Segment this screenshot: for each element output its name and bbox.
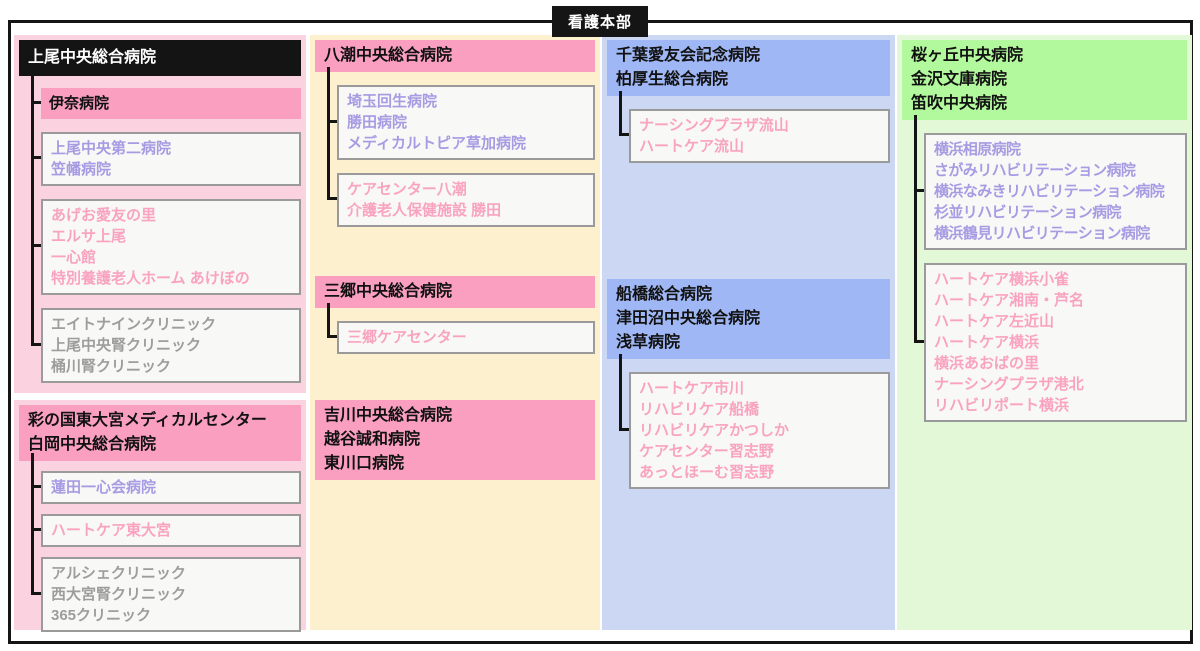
tree-row: あげお愛友の里 エルサ上尾 一心館 特別養護老人ホーム あけぼの — [31, 181, 301, 313]
node-yoshikawa-group-hospitals: 吉川中央総合病院 越谷誠和病院 東川口病院 — [315, 400, 595, 480]
node-funabashi-group-hospitals: 船橋総合病院 津田沼中央総合病院 浅草病院 — [607, 279, 890, 359]
node-ageo-daini-kasahata-hospitals: 上尾中央第二病院 笠幡病院 — [41, 132, 301, 186]
tree-row: アルシェクリニック 西大宮腎クリニック 365クリニック — [31, 539, 301, 632]
node-omiya-clinics: アルシェクリニック 西大宮腎クリニック 365クリニック — [41, 557, 301, 632]
node-yokohama-care-facilities: ハートケア横浜小雀 ハートケア湘南・芦名 ハートケア左近山 ハートケア横浜 横浜… — [924, 263, 1187, 422]
tree-children: 蓮田一心会病院 ハートケア東大宮 アルシェクリニック 西大宮腎クリニック 365… — [31, 453, 301, 632]
tree-row: ケアセンター八潮 介護老人保健施設 勝田 — [327, 155, 595, 227]
tree-children: ナーシングプラザ流山 ハートケア流山 — [619, 91, 890, 163]
node-heartcare-higashiomiya: ハートケア東大宮 — [41, 514, 301, 547]
node-nagareyama-care-facilities: ナーシングプラザ流山 ハートケア流山 — [629, 109, 890, 163]
tree-children: 横浜相原病院 さがみリハビリテーション病院 横浜なみきリハビリテーション病院 杉… — [914, 115, 1187, 422]
node-chiba-care-facilities: ハートケア市川 リハビリケア船橋 リハビリケアかつしか ケアセンター習志野 あっ… — [629, 372, 890, 489]
tree-row: 蓮田一心会病院 — [31, 453, 301, 522]
column-ageo-group: 上尾中央総合病院 伊奈病院 上尾中央第二病院 笠幡病院 あげお愛友の里 エルサ上… — [14, 35, 306, 632]
tree-row: 伊奈病院 — [31, 70, 301, 137]
node-yashio-chuo-general-hospital: 八潮中央総合病院 — [315, 40, 595, 72]
node-chiba-aiyukai-kashiwa-hospitals: 千葉愛友会記念病院 柏厚生総合病院 — [607, 40, 890, 96]
tree-row: ハートケア横浜小雀 ハートケア湘南・芦名 ハートケア左近山 ハートケア横浜 横浜… — [914, 245, 1187, 422]
tree-row: ナーシングプラザ流山 ハートケア流山 — [619, 91, 890, 163]
tree-children: 三郷ケアセンター — [327, 303, 595, 354]
node-ageo-clinics: エイトナインクリニック 上尾中央腎クリニック 桶川腎クリニック — [41, 308, 301, 383]
tree-children: ハートケア市川 リハビリケア船橋 リハビリケアかつしか ケアセンター習志野 あっ… — [619, 354, 890, 489]
tree-children: 伊奈病院 上尾中央第二病院 笠幡病院 あげお愛友の里 エルサ上尾 一心館 特別養… — [31, 70, 301, 383]
block-sainokuni-shiraoka: 彩の国東大宮メディカルセンター 白岡中央総合病院 蓮田一心会病院 ハートケア東大… — [14, 400, 306, 632]
tree-row: 横浜相原病院 さがみリハビリテーション病院 横浜なみきリハビリテーション病院 杉… — [914, 115, 1187, 268]
column-chiba: 千葉愛友会記念病院 柏厚生総合病院 ナーシングプラザ流山 ハートケア流山 船橋総… — [602, 35, 895, 630]
tree-children: 埼玉回生病院 勝田病院 メディカルトピア草加病院 ケアセンター八潮 介護老人保健… — [327, 67, 595, 227]
column-kanagawa: 桜ヶ丘中央病院 金沢文庫病院 笛吹中央病院 横浜相原病院 さがみリハビリテーショ… — [897, 35, 1192, 630]
root-node-nursing-headquarters: 看護本部 — [551, 6, 649, 37]
tree-row: ハートケア市川 リハビリケア船橋 リハビリケアかつしか ケアセンター習志野 あっ… — [619, 354, 890, 489]
block-ageo-chuo: 上尾中央総合病院 伊奈病院 上尾中央第二病院 笠幡病院 あげお愛友の里 エルサ上… — [14, 35, 306, 393]
node-yokohama-rehabilitation-hospitals: 横浜相原病院 さがみリハビリテーション病院 横浜なみきリハビリテーション病院 杉… — [924, 133, 1187, 250]
node-saitama-kaisei-group-hospitals: 埼玉回生病院 勝田病院 メディカルトピア草加病院 — [337, 85, 595, 160]
node-hasuda-isshinkai-hospital: 蓮田一心会病院 — [41, 471, 301, 504]
tree-row: 埼玉回生病院 勝田病院 メディカルトピア草加病院 — [327, 67, 595, 178]
tree-row: エイトナインクリニック 上尾中央腎クリニック 桶川腎クリニック — [31, 290, 301, 383]
node-sakuragaoka-group-hospitals: 桜ヶ丘中央病院 金沢文庫病院 笛吹中央病院 — [902, 40, 1187, 120]
node-misato-chuo-general-hospital: 三郷中央総合病院 — [315, 276, 595, 308]
node-ageo-chuo-general-hospital: 上尾中央総合病院 — [19, 40, 301, 76]
node-sainokuni-shiraoka-hospitals: 彩の国東大宮メディカルセンター 白岡中央総合病院 — [19, 405, 301, 461]
node-ina-hospital: 伊奈病院 — [41, 88, 301, 119]
tree-row: 上尾中央第二病院 笠幡病院 — [31, 114, 301, 204]
node-misato-care-center: 三郷ケアセンター — [337, 321, 595, 354]
tree-row: ハートケア東大宮 — [31, 496, 301, 565]
node-ageo-care-facilities: あげお愛友の里 エルサ上尾 一心館 特別養護老人ホーム あけぼの — [41, 199, 301, 295]
node-yashio-care-facilities: ケアセンター八潮 介護老人保健施設 勝田 — [337, 173, 595, 227]
tree-row: 三郷ケアセンター — [327, 303, 595, 354]
column-saitama-east: 八潮中央総合病院 埼玉回生病院 勝田病院 メディカルトピア草加病院 ケアセンター… — [310, 35, 600, 630]
